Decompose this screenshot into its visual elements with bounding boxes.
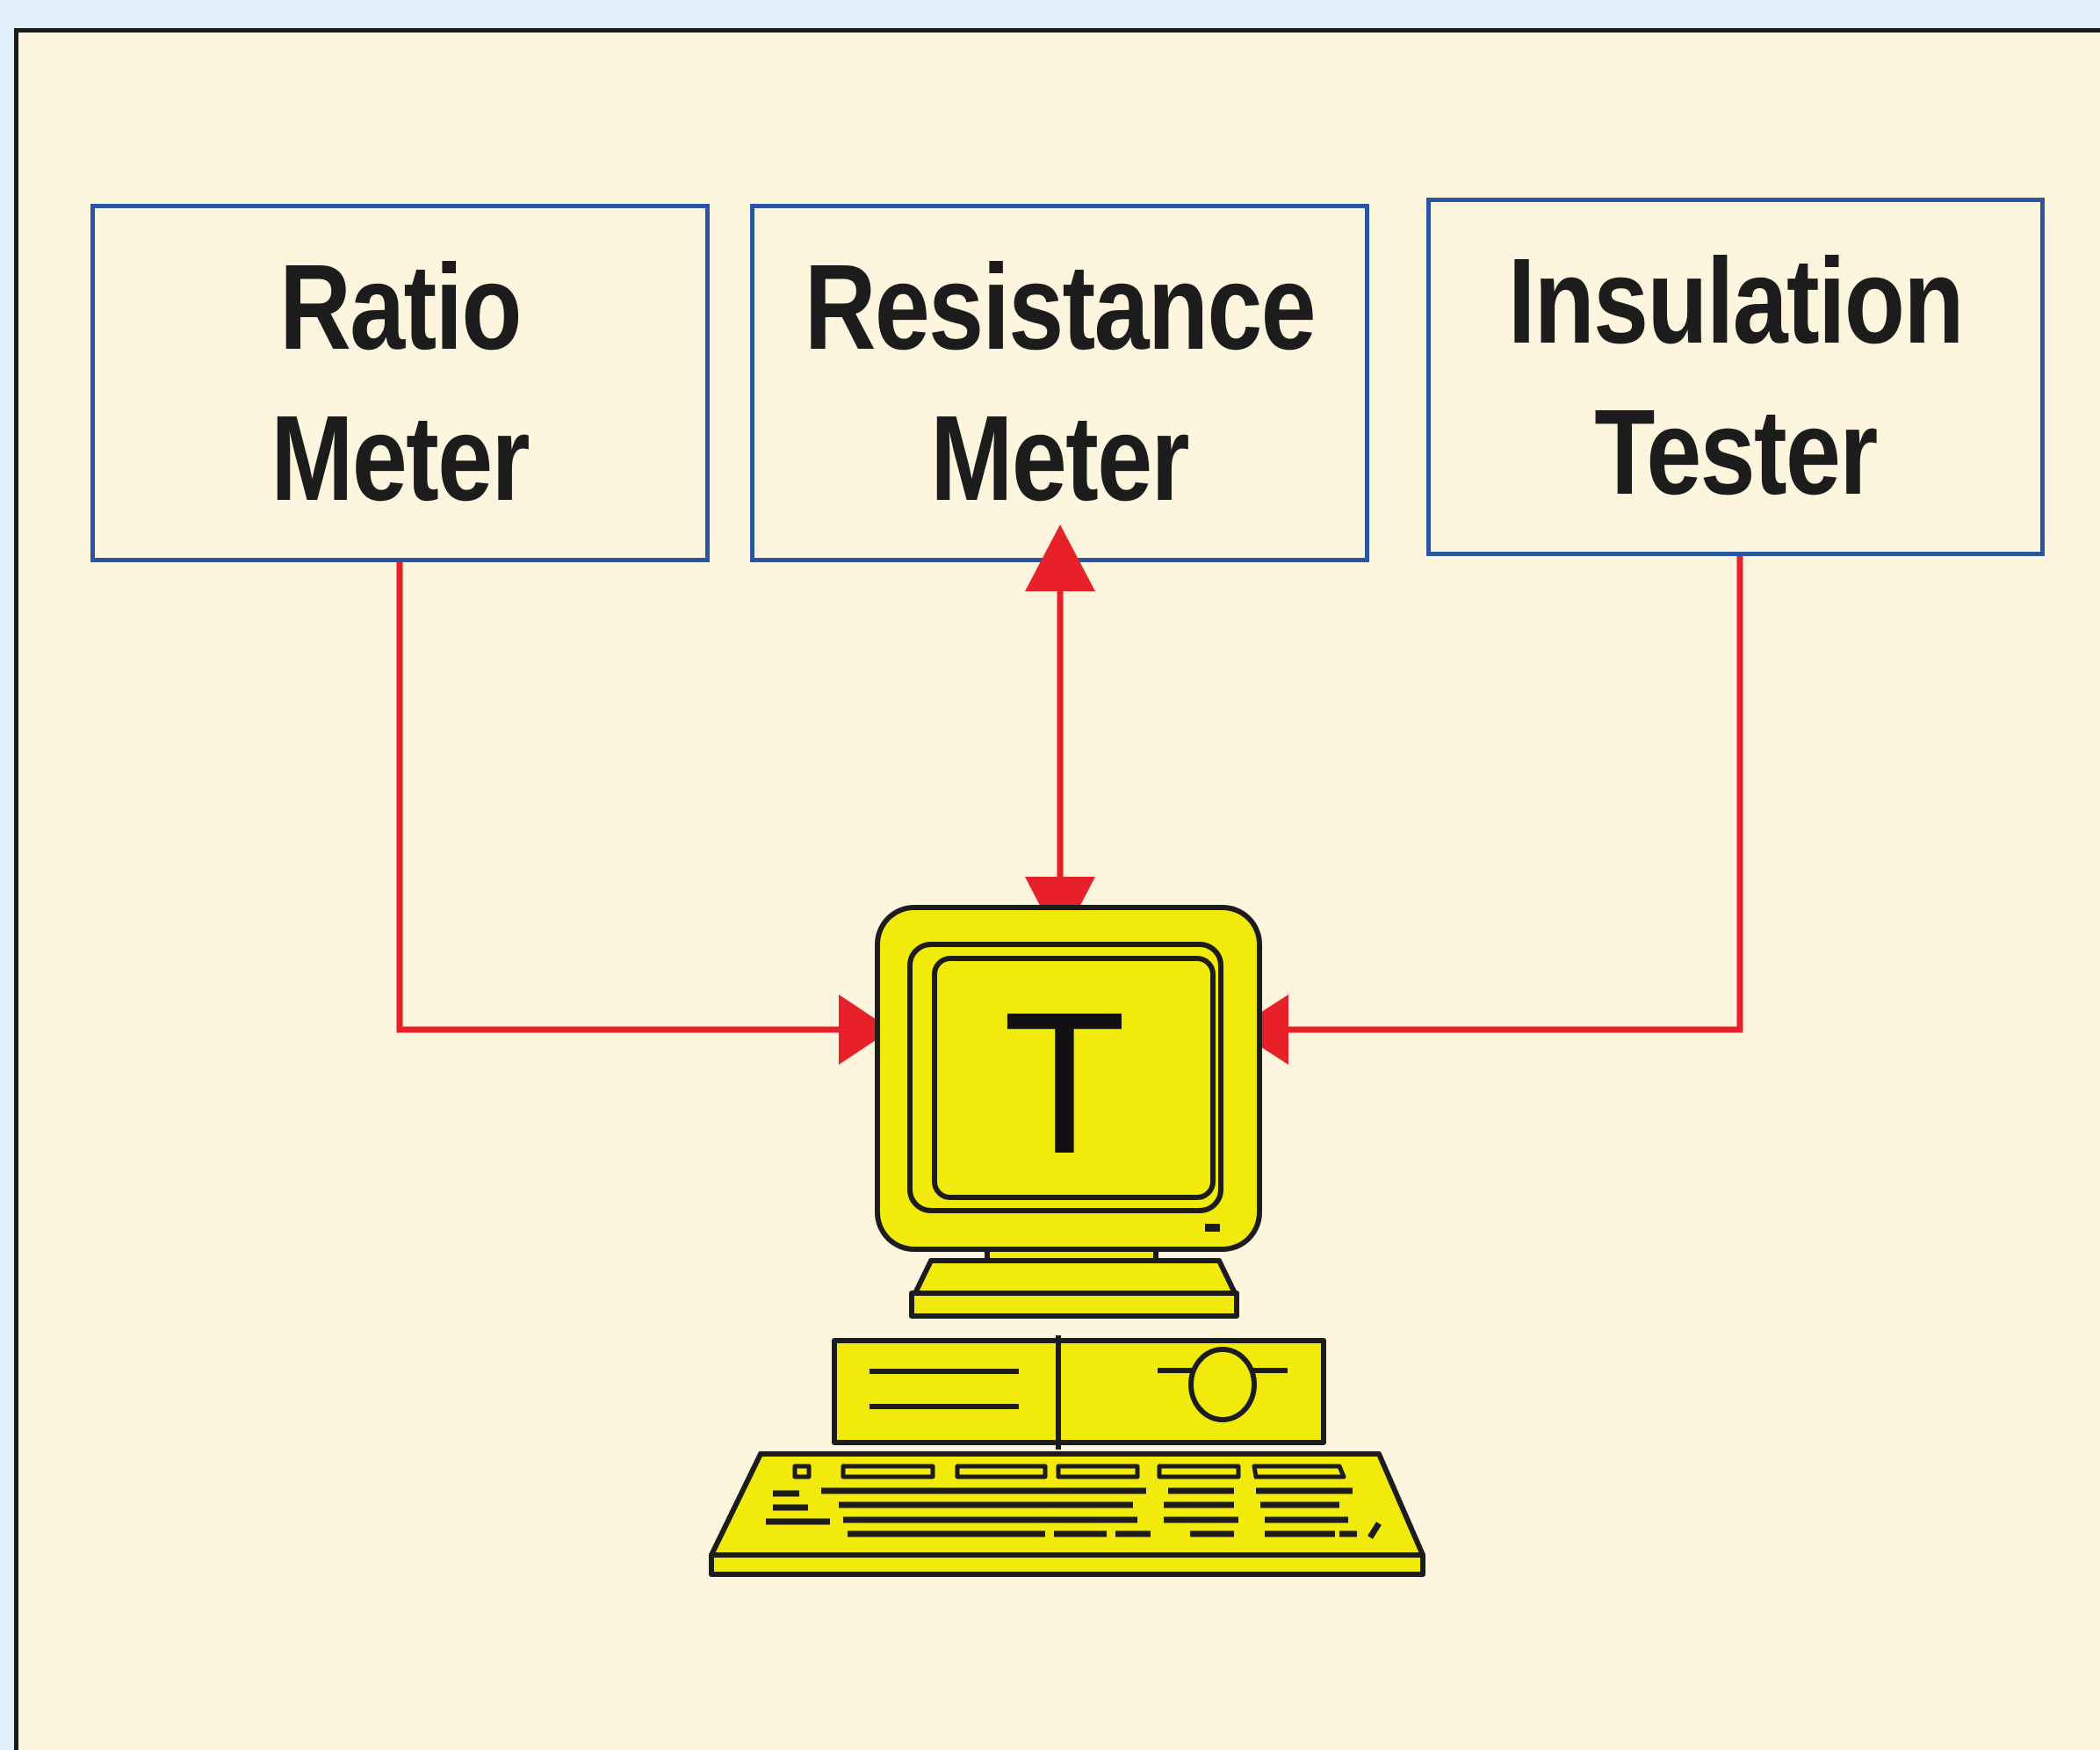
ratio-to-computer-line <box>396 562 848 1033</box>
resistance-meter-label-line2: Meter <box>930 391 1190 526</box>
computer-icon: T <box>709 905 1425 1577</box>
system-unit <box>832 1335 1326 1450</box>
ratio-meter-label-line1: Ratio <box>279 240 522 375</box>
ratio-meter-box: Ratio Meter <box>90 204 710 562</box>
insulation-tester-box: Insulation Tester <box>1426 198 2045 556</box>
keyboard-icon <box>709 1451 1425 1577</box>
resistance-arrowhead-up <box>1025 524 1095 591</box>
connectors <box>396 556 1743 1033</box>
ratio-arrowhead <box>839 994 891 1065</box>
insulation-tester-label-line2: Tester <box>1594 385 1878 520</box>
insulation-to-computer-line <box>1278 556 1743 1033</box>
resistance-meter-label-line1: Resistance <box>804 240 1317 375</box>
ratio-meter-label-line2: Meter <box>271 391 530 526</box>
resistance-meter-box: Resistance Meter <box>750 204 1369 562</box>
screen-letter: T <box>1003 970 1127 1196</box>
insulation-tester-label-line1: Insulation <box>1508 234 1965 369</box>
monitor-icon: T <box>875 905 1262 1319</box>
